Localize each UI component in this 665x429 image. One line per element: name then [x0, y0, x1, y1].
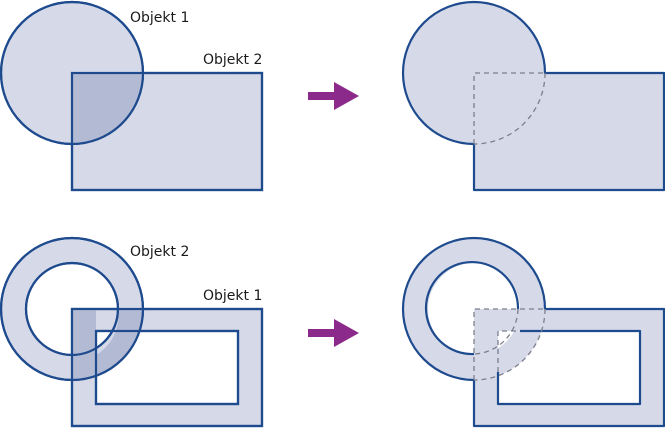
bottom-frame-label: Objekt 1: [203, 288, 262, 304]
top-left-rectangle-outline: [70, 71, 264, 192]
bottom-ring-label: Objekt 2: [130, 244, 189, 260]
top-circle-label: Objekt 1: [130, 10, 189, 26]
bottom-right-frame-inner-visible: [496, 329, 642, 406]
bottom-left-frame-inner: [94, 329, 240, 406]
panel-bottom-right: [401, 236, 665, 428]
bottom-right-ring-fill: [403, 238, 545, 380]
arrow-top: [308, 82, 359, 110]
panel-top-left: Objekt 1 Objekt 2: [0, 0, 264, 192]
bottom-right-ring-inner-visible: [424, 260, 520, 356]
top-rect-label: Objekt 2: [203, 52, 262, 68]
bottom-left-overlap-region: [72, 309, 143, 380]
panel-bottom-left: Objekt 2 Objekt 1: [0, 236, 264, 428]
panel-top-right: [401, 0, 665, 192]
top-left-overlap-region: [72, 73, 143, 144]
bottom-right-outer-boundary: [401, 236, 665, 428]
top-right-union-shape: [401, 0, 665, 192]
arrow-bottom: [308, 319, 359, 347]
bottom-left-frame-outer: [70, 307, 264, 428]
top-right-hidden-arc: [473, 72, 546, 145]
bottom-right-hidden-frame-inner: [497, 330, 520, 372]
bottom-right-frame-fill: [474, 309, 664, 426]
bottom-right-hidden-ring-outer: [473, 308, 546, 381]
bottom-right-hidden-frame-outer: [473, 308, 545, 380]
top-right-hidden-corner: [473, 72, 545, 144]
